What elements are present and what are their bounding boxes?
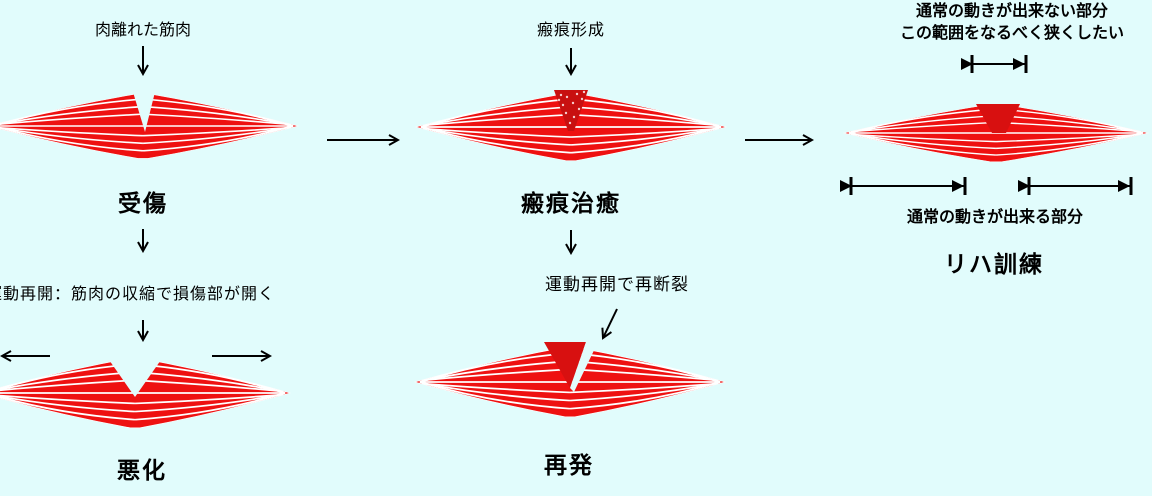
annotation-narrow-range: この範囲をなるべく狭くしたい [899, 23, 1125, 42]
annotation-restricted-area: 通常の動きが出来ない部分 [915, 1, 1109, 20]
annotation-torn-muscle: 肉離れた筋肉 [94, 20, 192, 39]
annotation-resume-exercise: 運動再開：筋肉の収縮で損傷部が開く [0, 284, 276, 303]
annotation-scar-formation: 瘢痕形成 [536, 20, 606, 39]
muscle-reruptured [413, 342, 727, 419]
stage-title-injury: 受傷 [118, 191, 168, 217]
annotation-re-rupture: 運動再開で再断裂 [545, 275, 689, 295]
muscle-rehab [842, 102, 1150, 164]
muscle-scar-healed [414, 90, 728, 163]
stage-title-rehab: リハ訓練 [944, 252, 1044, 278]
scar-tissue-rerupture [544, 342, 586, 388]
scar-tissue [554, 90, 588, 131]
stage-title-worsening: 悪化 [117, 458, 167, 484]
stage-title-scar-healing: 瘢痕治癒 [521, 191, 621, 217]
arrow-down-6 [603, 308, 618, 338]
muscle-worsened [0, 356, 292, 430]
stage-title-recurrence: 再発 [544, 453, 594, 479]
scar-tissue-small [976, 104, 1020, 133]
muscle-injured [0, 92, 300, 160]
annotation-normal-area: 通常の動きが出来る部分 [906, 207, 1084, 226]
